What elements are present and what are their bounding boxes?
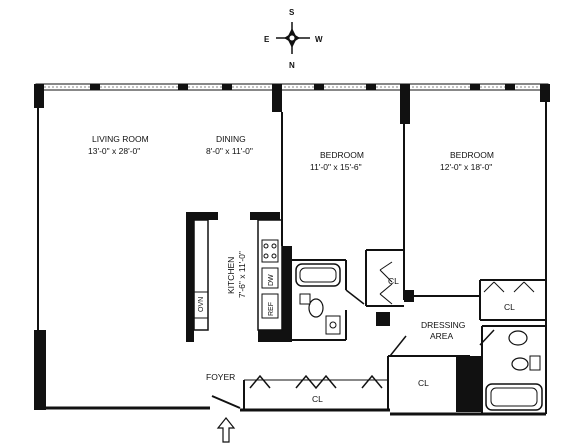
closet-label-foyer: CL xyxy=(312,394,323,404)
living-room-size: 13'-0" x 28'-0" xyxy=(88,146,140,156)
bedroom-1-size: 11'-0" x 15'-6" xyxy=(310,162,362,172)
kitchen-size: 7'-6" x 11'-0" xyxy=(237,251,247,298)
entrance-arrow-icon xyxy=(216,417,236,443)
kitchen-name: KITCHEN xyxy=(226,257,236,294)
window-wall xyxy=(35,83,549,91)
dishwasher-label: DW xyxy=(268,274,275,286)
compass-west-label: W xyxy=(315,35,323,44)
bath-1-fixtures xyxy=(295,263,341,335)
oven-label: OVN xyxy=(198,297,205,312)
foyer-name: FOYER xyxy=(206,372,235,382)
dressing-area-line-1: DRESSING xyxy=(421,320,465,330)
foyer-closet-doors xyxy=(249,374,383,390)
bedroom-1-name: BEDROOM xyxy=(320,150,364,160)
compass-north-label: N xyxy=(289,61,295,70)
kitchen-counters xyxy=(193,219,283,331)
bath-2-fixtures xyxy=(485,330,543,411)
refrigerator-label: REF xyxy=(268,302,275,316)
closet-label-bedroom-1: CL xyxy=(388,276,399,286)
compass-icon xyxy=(276,22,310,54)
dressing-area-line-2: AREA xyxy=(430,331,453,341)
dining-name: DINING xyxy=(216,134,246,144)
bedroom-2-size: 12'-0" x 18'-0" xyxy=(440,162,492,172)
dining-size: 8'-0" x 11'-0" xyxy=(206,146,253,156)
door-swings xyxy=(211,261,535,409)
living-room-name: LIVING ROOM xyxy=(92,134,149,144)
compass-south-label: S xyxy=(289,8,295,17)
interior-walls xyxy=(186,84,546,414)
bedroom-2-name: BEDROOM xyxy=(450,150,494,160)
exterior-walls xyxy=(34,84,550,416)
closet-label-dressing: CL xyxy=(418,378,429,388)
compass-east-label: E xyxy=(264,35,270,44)
closet-label-bedroom-2: CL xyxy=(504,302,515,312)
